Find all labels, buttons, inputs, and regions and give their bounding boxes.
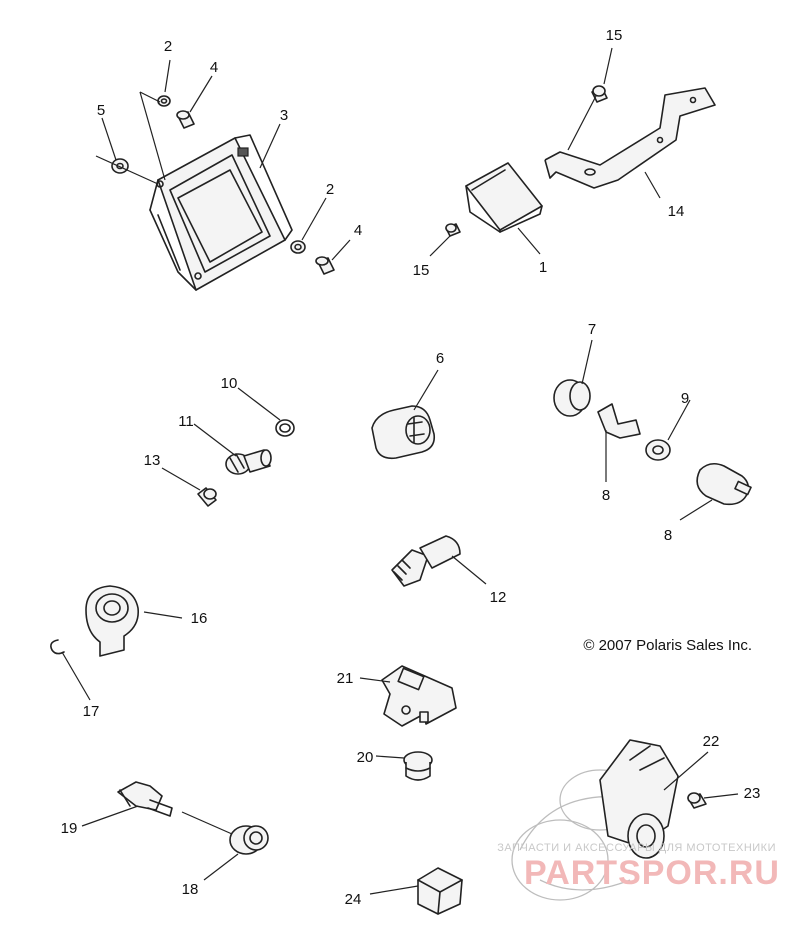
- bolt-4-top: [176, 110, 195, 129]
- screw-15-left: [445, 223, 461, 237]
- sensor-7: [553, 379, 591, 417]
- callout-10: 10: [221, 375, 238, 392]
- callout-22: 22: [703, 733, 720, 750]
- callout-2-right: 2: [326, 181, 334, 198]
- clip-17: [50, 639, 65, 655]
- callout-23: 23: [744, 785, 761, 802]
- grommet-9: [645, 439, 671, 461]
- callout-8-lower: 8: [664, 527, 672, 544]
- bolt-13: [197, 487, 217, 507]
- sensor-21: [381, 665, 457, 727]
- callout-1: 1: [539, 259, 547, 276]
- washer-2-right: [290, 240, 306, 254]
- copyright-notice: © 2007 Polaris Sales Inc.: [583, 637, 752, 654]
- ecu-module: [149, 134, 293, 291]
- callout-16: 16: [191, 610, 208, 627]
- leader-lines: [61, 47, 739, 895]
- plug-20: [403, 751, 433, 781]
- o-ring-10: [275, 419, 295, 437]
- sensor-11: [225, 449, 272, 475]
- callout-21: 21: [337, 670, 354, 687]
- sensor-1: [465, 162, 543, 233]
- sensor-8-lower: [696, 462, 752, 506]
- callout-5: 5: [97, 102, 105, 119]
- washer-2-top: [157, 95, 171, 107]
- callout-6: 6: [436, 350, 444, 367]
- clip-8: [597, 403, 641, 439]
- callout-11: 11: [178, 413, 194, 430]
- callout-19: 19: [61, 820, 78, 837]
- switch-24: [417, 867, 463, 915]
- nut-5: [111, 158, 129, 174]
- sensor-6: [371, 405, 436, 460]
- callout-13: 13: [144, 452, 161, 469]
- callout-18: 18: [182, 881, 199, 898]
- callout-12: 12: [490, 589, 507, 606]
- sensor-19: [117, 781, 173, 817]
- callout-15-left: 15: [413, 262, 430, 279]
- watermark: ЗАПЧАСТИ И АКСЕССУАРЫ ДЛЯ МОТОТЕХНИКИ PA…: [497, 842, 780, 892]
- callout-3: 3: [280, 107, 288, 124]
- callout-4-right: 4: [354, 222, 362, 239]
- callout-8-upper: 8: [602, 487, 610, 504]
- callout-24: 24: [345, 891, 362, 908]
- screw-23: [687, 792, 707, 809]
- callout-15-top: 15: [606, 27, 623, 44]
- sensor-12: [391, 535, 461, 587]
- callout-2-top: 2: [164, 38, 172, 55]
- throttle-body-22: [511, 739, 679, 901]
- callout-17: 17: [83, 703, 100, 720]
- knock-sensor-16: [85, 585, 140, 657]
- watermark-tagline: ЗАПЧАСТИ И АКСЕССУАРЫ ДЛЯ МОТОТЕХНИКИ: [497, 842, 776, 854]
- callout-14: 14: [668, 203, 685, 220]
- bolt-15-top: [591, 85, 608, 103]
- bracket-14: [544, 87, 716, 189]
- callout-7: 7: [588, 321, 596, 338]
- callout-9: 9: [681, 390, 689, 407]
- callout-labels: 2 4 5 3 2 4 15 14 15 1 6 7 10 9 11 13 8 …: [61, 27, 761, 908]
- watermark-logo: PARTSPOR.RU: [524, 854, 780, 892]
- callout-4-top: 4: [210, 59, 218, 76]
- connector-18: [229, 825, 269, 855]
- bolt-4-right: [315, 256, 335, 275]
- callout-20: 20: [357, 749, 374, 766]
